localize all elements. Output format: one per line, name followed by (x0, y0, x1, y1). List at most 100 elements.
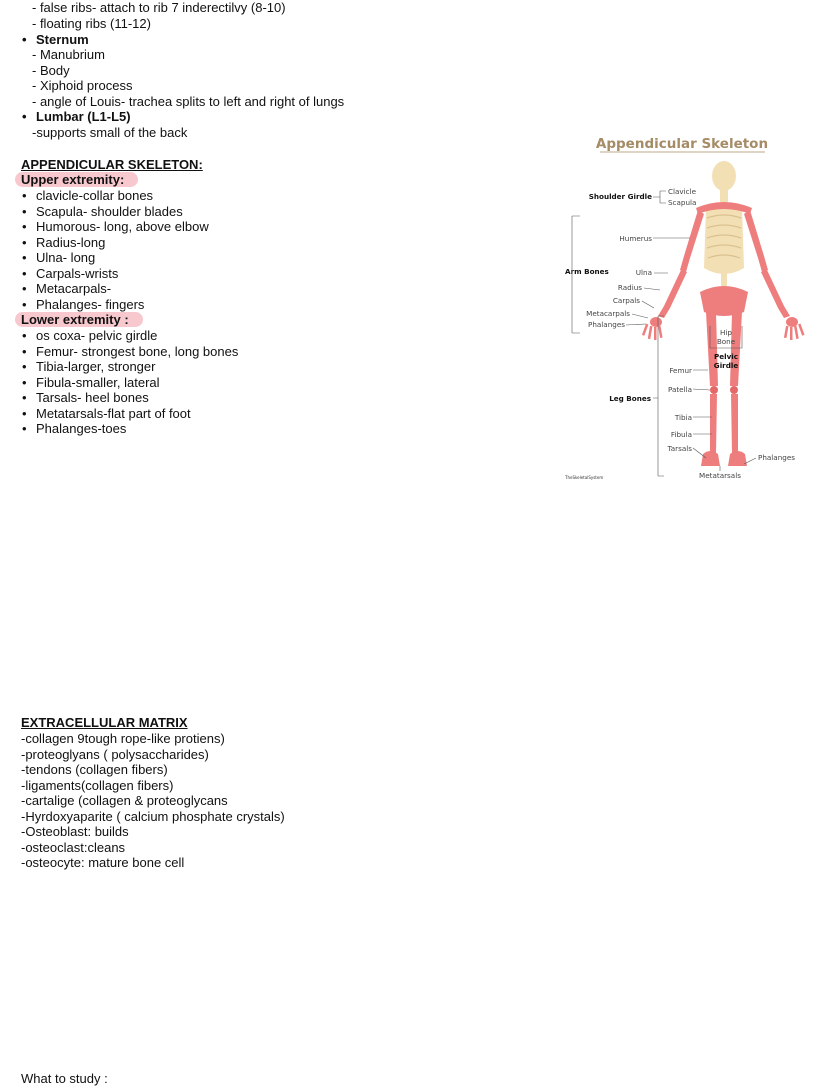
list-item: -proteoglyans ( polysaccharides) (21, 746, 209, 762)
label-ulna: Ulna (636, 268, 652, 277)
list-item-text: Phalanges- fingers (36, 296, 145, 312)
bullet-icon: • (22, 188, 27, 203)
figure-title: Appendicular Skeleton (596, 136, 768, 152)
bullet-icon: • (22, 281, 27, 296)
list-item: • Carpals-wrists (22, 266, 118, 281)
bullet-icon: • (22, 374, 27, 390)
label-clavicle: Clavicle (668, 187, 697, 196)
list-item: • Scapula- shoulder blades (22, 204, 183, 219)
label-fibula: Fibula (671, 430, 692, 439)
right-patella-icon (730, 386, 738, 394)
lumbar-heading: •Lumbar (L1-L5) (22, 109, 131, 124)
shoulder-girdle-icon (696, 202, 752, 214)
bullet-icon: • (22, 328, 27, 343)
label-arm-bones: Arm Bones (565, 267, 609, 276)
right-foot-icon (728, 451, 747, 466)
sternum-item: - Manubrium (32, 47, 105, 62)
list-item-text: Carpals-wrists (36, 265, 119, 281)
label-metatarsals: Metatarsals (699, 471, 741, 480)
sternum-item: - angle of Louis- trachea splits to left… (32, 94, 345, 109)
upper-extremity-highlight: Upper extremity: (15, 172, 139, 187)
sternum-item: - Xiphoid process (32, 78, 133, 93)
label-radius: Radius (618, 283, 642, 292)
left-patella-icon (710, 386, 718, 394)
list-item: -osteocyte: mature bone cell (21, 855, 185, 870)
bullet-icon: • (22, 265, 27, 281)
list-item-text: clavicle-collar bones (36, 188, 154, 203)
ribs-item-false: - false ribs- attach to rib 7 inderectil… (32, 0, 286, 15)
label-girdle: Girdle (714, 361, 739, 370)
list-item: -collagen 9tough rope-like protiens) (21, 731, 225, 746)
lower-extremity-highlight: Lower extremity : (15, 312, 143, 327)
ribs-item-floating: - floating ribs (11-12) (32, 16, 151, 31)
right-humerus-icon (744, 210, 768, 272)
bullet-icon: • (22, 343, 27, 359)
sternum-heading-text: Sternum (36, 32, 89, 47)
list-item: -ligaments(collagen fibers) (21, 777, 174, 793)
list-item: -Hyrdoxyaparite ( calcium phosphate crys… (21, 808, 285, 824)
label-patella: Patella (668, 385, 692, 394)
list-item: • Fibula-smaller, lateral (22, 375, 160, 390)
list-item-text: Ulna- long (36, 250, 96, 265)
label-tarsals: Tarsals (667, 444, 693, 453)
leader-lines (571, 190, 757, 477)
label-phalanges-foot: Phalanges (758, 453, 795, 462)
what-to-study: What to study : (21, 1071, 108, 1086)
list-item: • Radius-long (22, 235, 105, 250)
right-femur-icon (730, 312, 742, 386)
lower-extremity-heading: Lower extremity : (15, 312, 143, 327)
list-item: • Humorous- long, above elbow (22, 219, 209, 234)
list-item: • clavicle-collar bones (22, 188, 153, 203)
left-foot-icon (701, 451, 720, 466)
bullet-icon: • (22, 359, 27, 374)
sternum-item: - Body (32, 63, 70, 78)
figure-labels: Shoulder Girdle Clavicle Scapula Humerus… (564, 187, 795, 480)
label-phalanges-hand: Phalanges (588, 320, 625, 329)
bullet-icon: • (22, 421, 27, 436)
bullet-icon: • (22, 296, 27, 312)
list-item: • Metatarsals-flat part of foot (22, 406, 191, 421)
list-item-text: Scapula- shoulder blades (36, 203, 183, 219)
list-item-text: Phalanges-toes (36, 421, 127, 436)
bullet-icon: • (22, 203, 27, 219)
list-item-text: Metatarsals-flat part of foot (36, 405, 191, 421)
list-item: • Phalanges-toes (22, 421, 126, 436)
skull-icon (712, 161, 736, 191)
list-item: • os coxa- pelvic girdle (22, 328, 157, 343)
bullet-icon: • (22, 109, 27, 124)
list-item-text: Metacarpals- (36, 281, 112, 296)
list-item-text: os coxa- pelvic girdle (36, 328, 158, 343)
list-item-text: Fibula-smaller, lateral (36, 374, 160, 390)
appendicular-heading: APPENDICULAR SKELETON: (21, 157, 203, 172)
list-item: -Osteoblast: builds (21, 824, 129, 839)
list-item: •Tarsals- heel bones (22, 390, 149, 405)
appendicular-skeleton-figure: Appendicular Skeleton (564, 136, 805, 480)
bullet-icon: • (22, 250, 27, 265)
list-item: •Tibia-larger, stronger (22, 359, 155, 374)
list-item: -osteoclast:cleans (21, 839, 126, 855)
left-humerus-icon (680, 210, 704, 272)
right-hand-icon (783, 317, 805, 340)
label-scapula: Scapula (668, 198, 696, 207)
label-leg-bones: Leg Bones (609, 394, 651, 403)
list-item-text: Humorous- long, above elbow (36, 219, 209, 234)
list-item: • Metacarpals- (22, 281, 111, 296)
label-metacarpals: Metacarpals (586, 309, 630, 318)
label-femur: Femur (669, 366, 692, 375)
list-item: • Femur- strongest bone, long bones (22, 344, 238, 359)
list-item-text: Radius-long (36, 234, 106, 250)
bullet-icon: • (22, 219, 27, 234)
label-carpals: Carpals (613, 296, 640, 305)
label-tibia: Tibia (674, 413, 692, 422)
list-item: • Ulna- long (22, 250, 95, 265)
list-item-text: Femur- strongest bone, long bones (36, 343, 239, 359)
label-humerus: Humerus (619, 234, 652, 243)
bullet-icon: • (22, 405, 27, 421)
bullet-icon: • (22, 32, 27, 47)
lumbar-item: -supports small of the back (32, 125, 188, 140)
bullet-icon: • (22, 234, 27, 250)
label-shoulder-girdle: Shoulder Girdle (589, 192, 652, 201)
label-bone: Bone (717, 337, 736, 346)
list-item: • Phalanges- fingers (22, 297, 144, 312)
sternum-heading: • Sternum (22, 32, 89, 47)
